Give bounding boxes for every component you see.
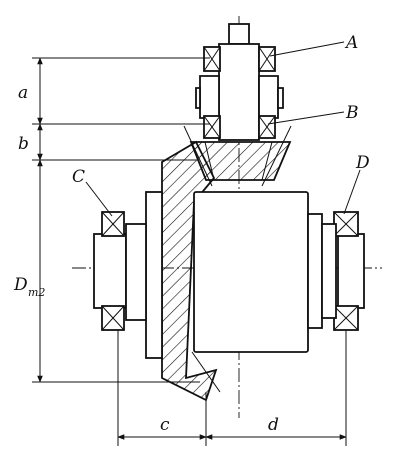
right-flange <box>307 213 323 329</box>
pinion-shaft-upper <box>218 43 260 141</box>
label-C: C <box>72 167 85 187</box>
dim-a-label: a <box>18 83 28 103</box>
gear-hub <box>193 191 309 353</box>
bearing-C <box>93 211 147 331</box>
horizontal-dimensions: c d <box>117 330 347 446</box>
dim-dm2-label: D <box>13 275 28 295</box>
label-A: A <box>344 33 358 53</box>
dim-dm2-subscript: m2 <box>28 286 45 299</box>
pinion-shaft-top <box>228 23 250 45</box>
left-flange <box>145 191 163 359</box>
bearing-B <box>203 115 276 139</box>
dim-c-label: c <box>160 415 170 435</box>
vertical-dimensions: a b D m2 <box>13 57 210 383</box>
dim-b-label: b <box>18 134 29 154</box>
part-leaders: A B C D <box>72 33 370 217</box>
label-B: B <box>345 103 359 123</box>
dim-d-label: d <box>268 415 279 435</box>
pinion-housing <box>199 75 279 119</box>
bevel-gear-web <box>161 140 218 402</box>
pinion-shaft-assembly <box>183 23 292 187</box>
bearing-A <box>203 46 276 72</box>
bearing-D <box>321 211 365 331</box>
label-D: D <box>355 153 370 173</box>
